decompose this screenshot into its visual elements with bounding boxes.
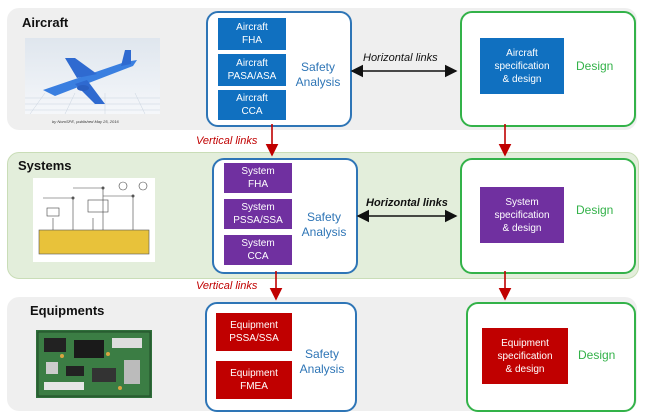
system-cca-line2: CCA [247, 251, 269, 262]
equipment-safety-analysis-label: Safety Analysis [294, 347, 350, 377]
equipment-pssa-line1: Equipment [230, 320, 278, 331]
aircraft-cca-block: Aircraft CCA [218, 90, 286, 120]
system-safety-analysis-label: Safety Analysis [296, 210, 352, 240]
system-pssa-line1: System [241, 202, 275, 213]
aircraft-design-label: Design [576, 59, 614, 73]
aircraft-analysis-word: Analysis [295, 75, 341, 89]
system-cca-line1: System [241, 238, 275, 249]
system-fha-line2: FHA [248, 179, 268, 190]
equipment-fmea-block: Equipment FMEA [216, 361, 292, 399]
system-safety-word: Safety [306, 210, 342, 224]
vertical-links-label-upper: Vertical links [196, 135, 258, 147]
aircraft-pasa-line2: PASA/ASA [227, 71, 277, 82]
aircraft-safety-analysis-label: Safety Analysis [290, 60, 346, 90]
equipment-analysis-word: Analysis [299, 362, 345, 376]
circuit-board-image [36, 330, 152, 398]
equipment-design-label: Design [578, 348, 616, 362]
system-horizontal-links-label: Horizontal links [366, 197, 448, 209]
system-design-line3: & design [502, 222, 542, 234]
system-analysis-word: Analysis [301, 225, 347, 239]
equipment-spec-design-block: Equipment specification & design [482, 328, 568, 384]
equipment-design-line2: specification [497, 350, 553, 362]
system-design-line2: specification [494, 209, 550, 221]
aircraft-cca-line2: CCA [241, 106, 263, 117]
aircraft-cca-line1: Aircraft [236, 93, 268, 104]
equipment-design-line3: & design [505, 363, 545, 375]
aircraft-fha-block: Aircraft FHA [218, 18, 286, 50]
aircraft-design-line1: Aircraft [506, 47, 538, 59]
system-schematic-image [33, 178, 155, 262]
aircraft-safety-word: Safety [300, 60, 336, 74]
system-pssa-ssa-block: System PSSA/SSA [224, 199, 292, 229]
equipment-safety-word: Safety [304, 347, 340, 361]
vertical-links-label-lower: Vertical links [196, 280, 258, 292]
aircraft-design-line3: & design [502, 73, 542, 85]
system-cca-block: System CCA [224, 235, 292, 265]
aircraft-fha-line1: Aircraft [236, 22, 268, 33]
system-design-line1: System [505, 196, 539, 208]
equipment-pssa-ssa-block: Equipment PSSA/SSA [216, 313, 292, 351]
aircraft-level-label: Aircraft [22, 15, 69, 30]
system-pssa-line2: PSSA/SSA [233, 215, 283, 226]
system-spec-design-block: System specification & design [480, 187, 564, 243]
equipment-fmea-line1: Equipment [230, 368, 278, 379]
aircraft-fha-line2: FHA [242, 35, 262, 46]
equipment-fmea-line2: FMEA [240, 381, 268, 392]
equipment-pssa-line2: PSSA/SSA [229, 333, 279, 344]
aircraft-horizontal-links-label: Horizontal links [363, 52, 438, 64]
systems-level-label: Systems [18, 158, 72, 173]
aircraft-pasa-line1: Aircraft [236, 58, 268, 69]
equipment-design-line1: Equipment [501, 337, 549, 349]
aircraft-design-line2: specification [494, 60, 550, 72]
aircraft-image-caption: by NoroSPE, published May 25, 2016 [52, 119, 119, 124]
system-fha-block: System FHA [224, 163, 292, 193]
system-fha-line1: System [241, 166, 275, 177]
equipments-level-label: Equipments [30, 303, 105, 318]
aircraft-image [25, 38, 160, 114]
system-design-label: Design [576, 203, 614, 217]
aircraft-pasa-asa-block: Aircraft PASA/ASA [218, 54, 286, 86]
aircraft-spec-design-block: Aircraft specification & design [480, 38, 564, 94]
